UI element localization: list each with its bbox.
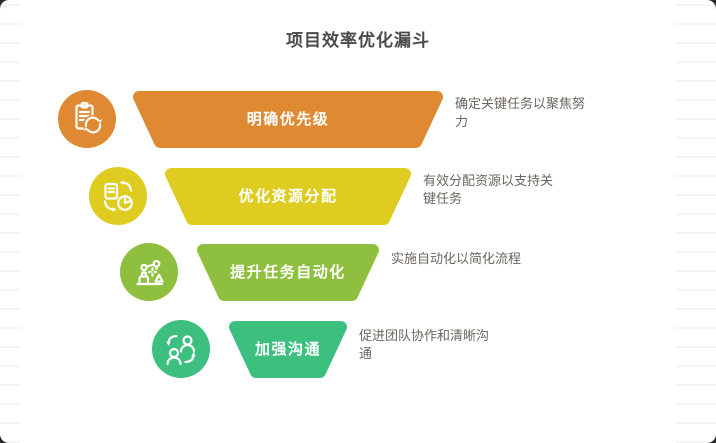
team-communication-icon (152, 320, 210, 378)
funnel-label-1: 明确优先级 (246, 111, 330, 128)
funnel-description-1: 确定关键任务以聚焦努力 (455, 96, 586, 129)
page-title: 项目效率优化漏斗 (286, 31, 430, 50)
funnel-description-2: 有效分配资源以支持关键任务 (423, 173, 554, 206)
funnel-description-3: 实施自动化以简化流程 (391, 251, 522, 266)
resource-allocation-icon (89, 167, 147, 225)
funnel-segment-4 (229, 321, 347, 378)
funnel-segment-2 (165, 168, 411, 225)
funnel-description-4: 促进团队协作和清晰沟通 (359, 328, 490, 361)
funnel-label-3: 提升任务自动化 (230, 264, 346, 281)
funnel-segment-1 (133, 91, 443, 148)
clipboard-sync-icon (58, 90, 116, 148)
funnel-segment-3 (197, 244, 379, 301)
funnel-label-4: 加强沟通 (254, 341, 321, 358)
robot-arm-icon (120, 243, 178, 301)
funnel-label-2: 优化资源分配 (238, 188, 338, 205)
